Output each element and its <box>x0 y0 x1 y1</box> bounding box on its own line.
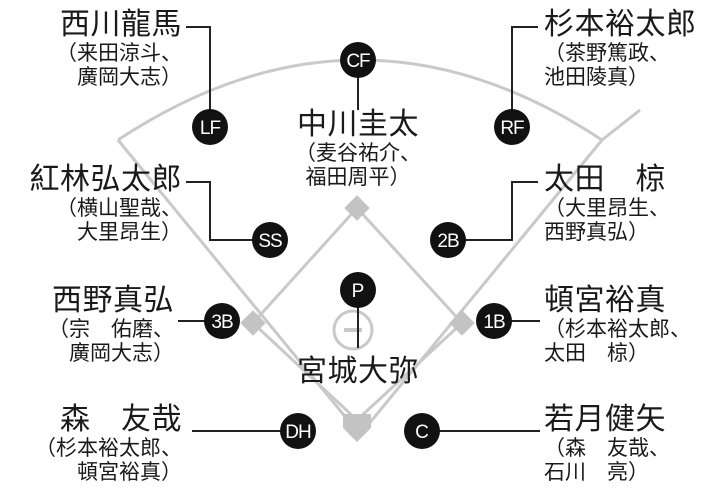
2b-block: 太田 椋 （大里昂生、 西野真弘） <box>544 163 670 244</box>
pitchers-mound <box>332 309 374 351</box>
1b-sub1: （杉本裕太郎、 <box>544 317 691 341</box>
badge-lf: LF <box>192 109 228 145</box>
2b-sub2: 西野真弘） <box>544 220 649 245</box>
badge-cf: CF <box>340 42 376 78</box>
badge-lf-text: LF <box>200 118 221 139</box>
rf-sub1: （茶野篤政、 <box>544 41 670 65</box>
badge-1b-text: 1B <box>483 312 505 333</box>
badge-ss-text: SS <box>258 231 282 252</box>
3b-sub1: （宗 佑磨、 <box>48 317 174 341</box>
c-starter: 若月健矢 <box>544 402 666 437</box>
3b-sub2: 廣岡大志） <box>69 341 174 366</box>
leader-lf <box>186 26 211 127</box>
1b-starter: 頓宮裕真 <box>544 283 666 318</box>
dh-sub1: （杉本裕太郎、 <box>35 436 182 460</box>
3b-block: 西野真弘 （宗 佑磨、 廣岡大志） <box>48 284 174 365</box>
first-base <box>449 310 475 336</box>
third-base <box>240 310 266 336</box>
badge-rf-text: RF <box>500 118 524 139</box>
p-starter: 宮城大弥 <box>297 354 419 389</box>
leader-lines <box>178 26 540 432</box>
badge-dh-text: DH <box>285 422 311 443</box>
lf-starter: 西川龍馬 <box>60 7 182 42</box>
2b-sub1: （大里昂生、 <box>544 196 670 220</box>
leader-rf <box>511 26 538 127</box>
1b-sub2: 太田 椋） <box>544 341 649 366</box>
lf-sub2: 廣岡大志） <box>77 65 182 90</box>
badge-ss: SS <box>252 222 288 258</box>
ss-block: 紅林弘太郎 （横山聖哉、 大里昂生） <box>30 163 183 244</box>
3b-starter: 西野真弘 <box>52 283 174 318</box>
right-foul-line <box>366 139 604 426</box>
dh-sub2: 頓宮裕真） <box>77 460 182 485</box>
badge-2b-text: 2B <box>437 231 459 252</box>
c-block: 若月健矢 （森 友哉、 石川 亮） <box>544 403 670 484</box>
badge-c: C <box>404 413 440 449</box>
dh-block: 森 友哉 （杉本裕太郎、 頓宮裕真） <box>35 403 182 484</box>
badge-2b: 2B <box>430 222 466 258</box>
rf-block: 杉本裕太郎 （茶野篤政、 池田陵真） <box>544 8 697 89</box>
leader-2b <box>448 181 538 241</box>
p-block: 宮城大弥 <box>258 355 458 388</box>
cf-starter: 中川圭太 <box>297 107 419 142</box>
ss-sub2: 大里昂生） <box>77 220 182 245</box>
dh-starter: 森 友哉 <box>60 402 182 437</box>
badge-3b: 3B <box>204 303 240 339</box>
right-foul-line-ext <box>601 108 641 142</box>
leader-ss <box>186 181 270 241</box>
badge-c-text: C <box>415 422 429 443</box>
c-sub1: （森 友哉、 <box>544 436 670 460</box>
cf-sub1: （麦谷祐介、 <box>295 141 421 165</box>
home-plate <box>343 414 371 442</box>
cf-sub2: 福田周平） <box>305 165 411 190</box>
rf-sub2: 池田陵真） <box>544 65 649 90</box>
lf-sub1: （来田涼斗、 <box>56 41 182 65</box>
2b-starter: 太田 椋 <box>544 162 666 197</box>
ss-sub1: （横山聖哉、 <box>56 196 182 220</box>
badge-p-text: P <box>352 281 365 302</box>
cf-block: 中川圭太 （麦谷祐介、 福田周平） <box>258 108 458 189</box>
pitchers-plate <box>344 328 362 332</box>
lf-block: 西川龍馬 （来田涼斗、 廣岡大志） <box>56 8 182 89</box>
c-sub2: 石川 亮） <box>544 460 649 485</box>
1b-block: 頓宮裕真 （杉本裕太郎、 太田 椋） <box>544 284 691 365</box>
badge-1b: 1B <box>476 303 512 339</box>
badge-3b-text: 3B <box>211 312 233 333</box>
badge-rf: RF <box>494 109 530 145</box>
badge-p: P <box>340 272 376 308</box>
badge-cf-text: CF <box>346 51 370 72</box>
rf-starter: 杉本裕太郎 <box>544 7 697 42</box>
badge-dh: DH <box>280 413 316 449</box>
ss-starter: 紅林弘太郎 <box>29 162 182 197</box>
second-base <box>344 195 370 221</box>
